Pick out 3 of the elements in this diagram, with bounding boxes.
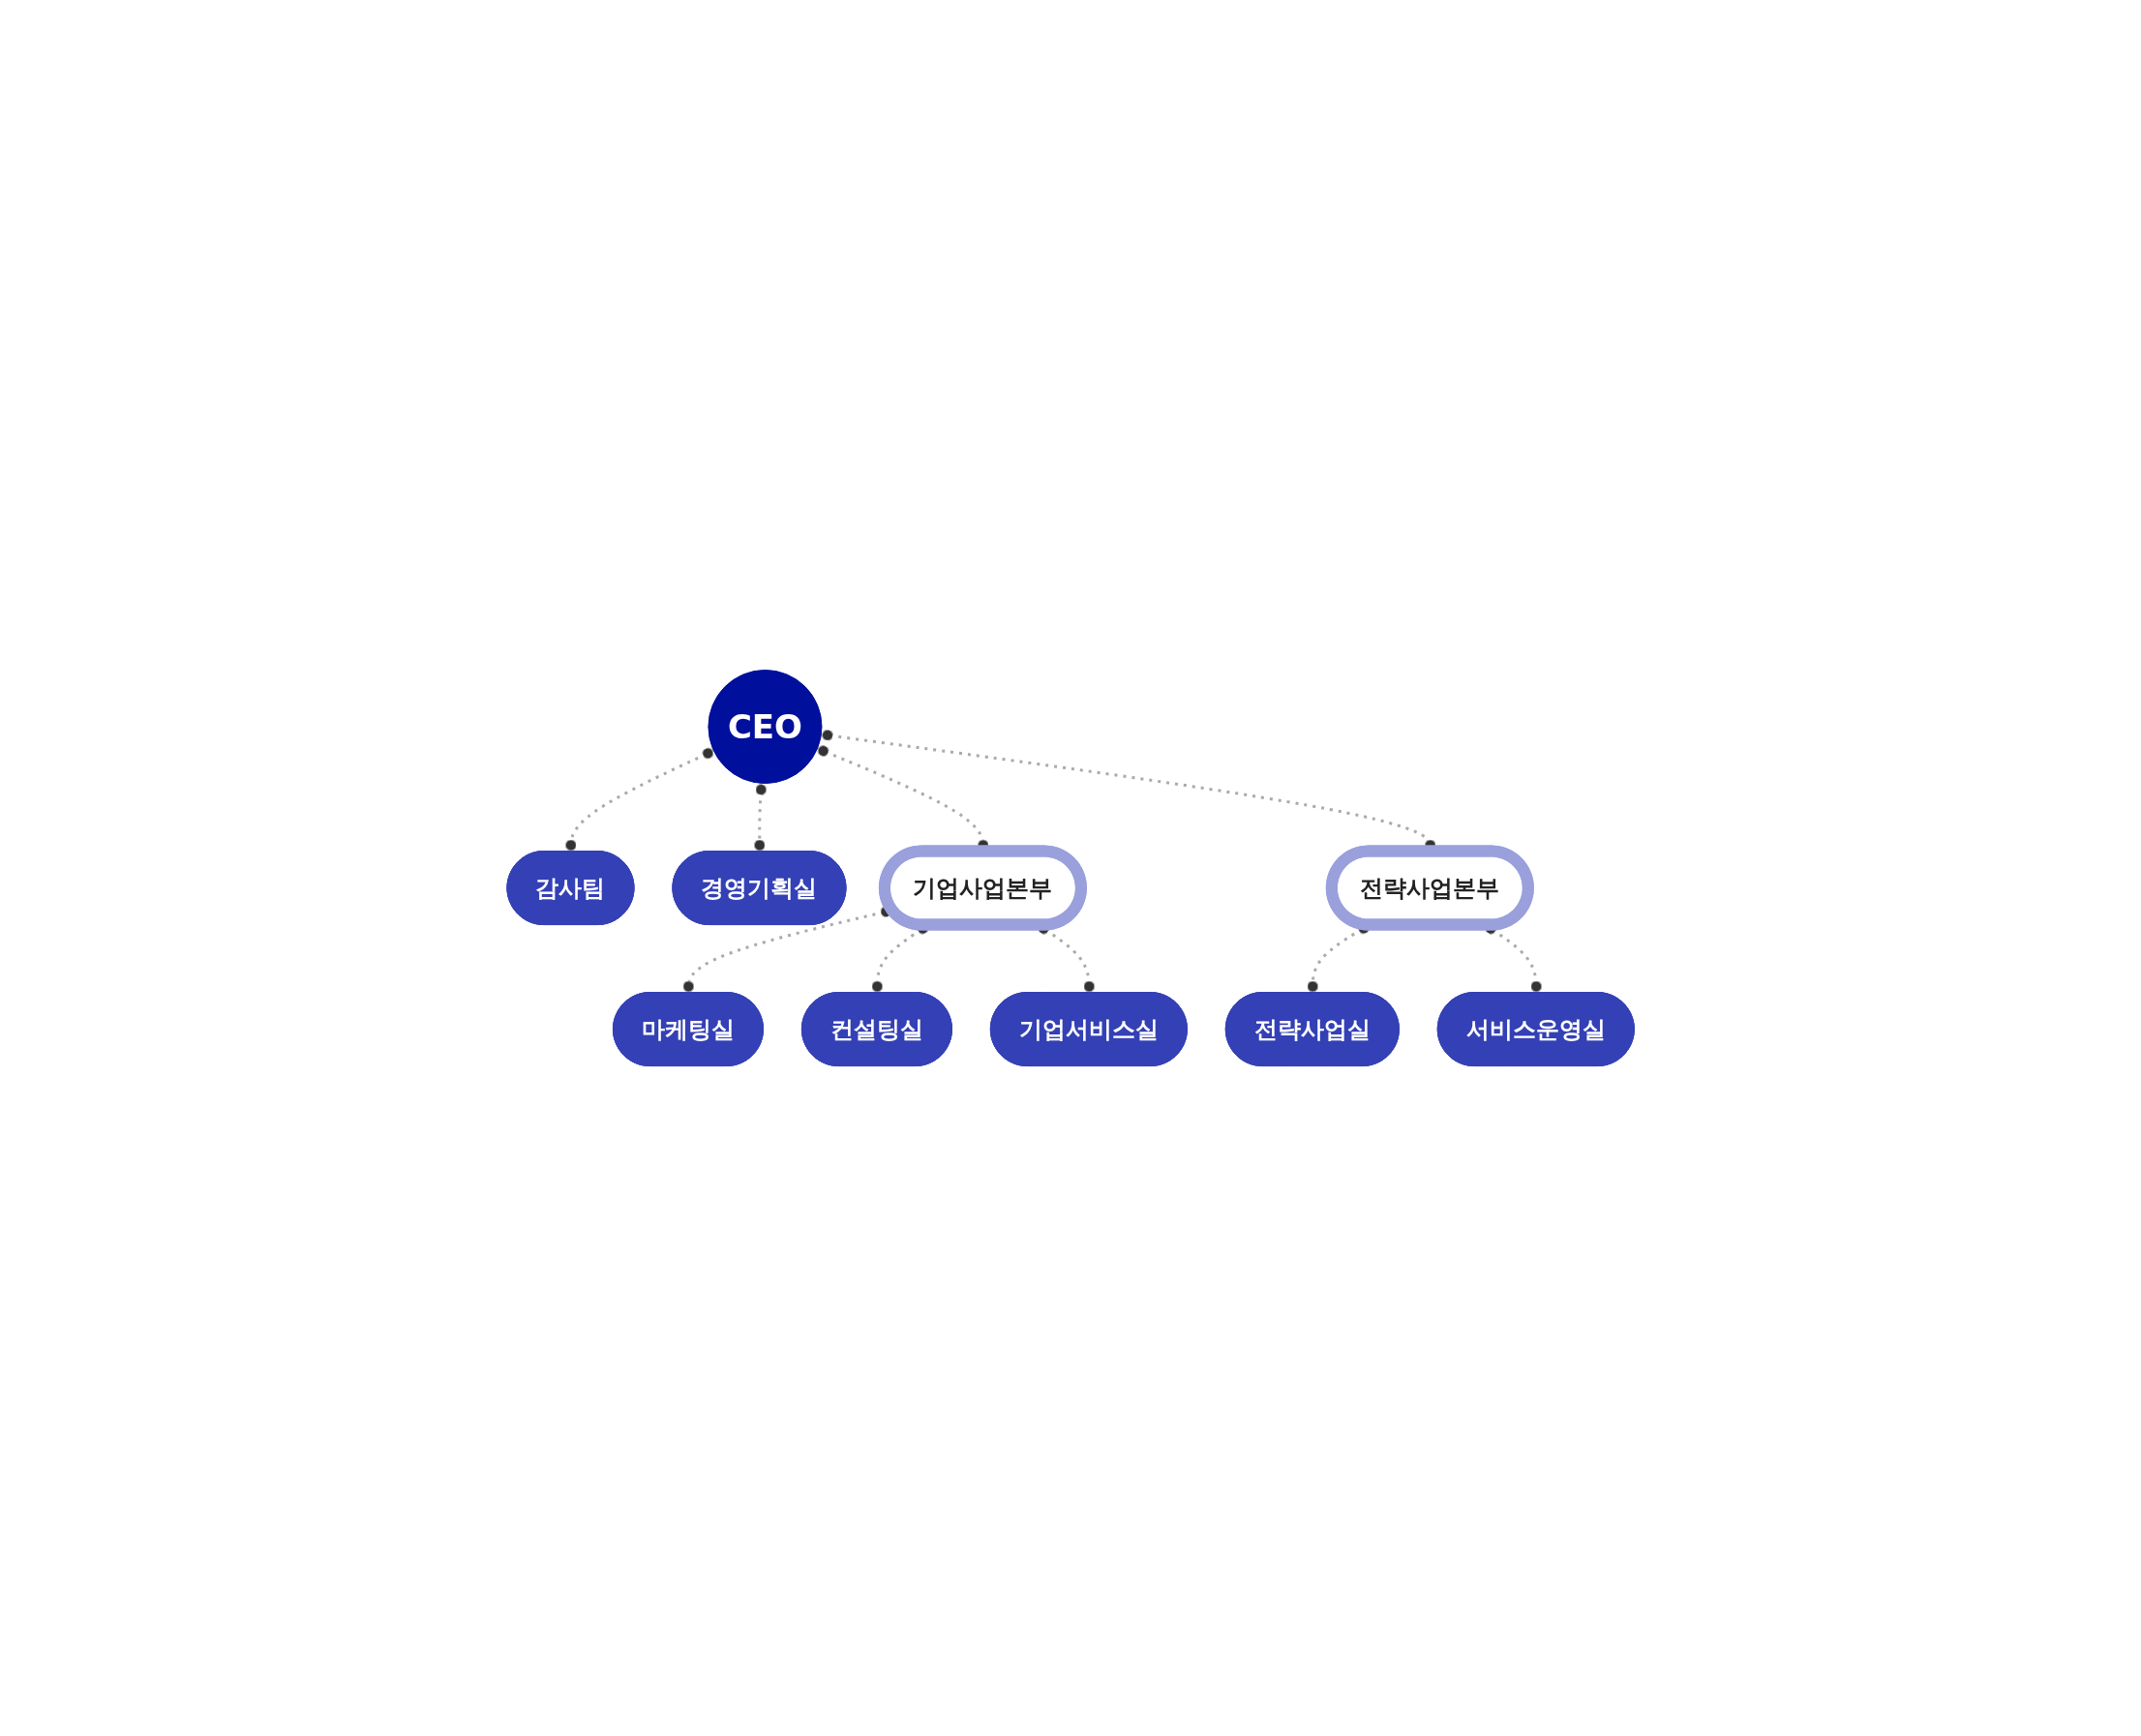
node-circle: CEO [708, 669, 823, 785]
connector [564, 747, 714, 853]
connector [753, 783, 768, 853]
